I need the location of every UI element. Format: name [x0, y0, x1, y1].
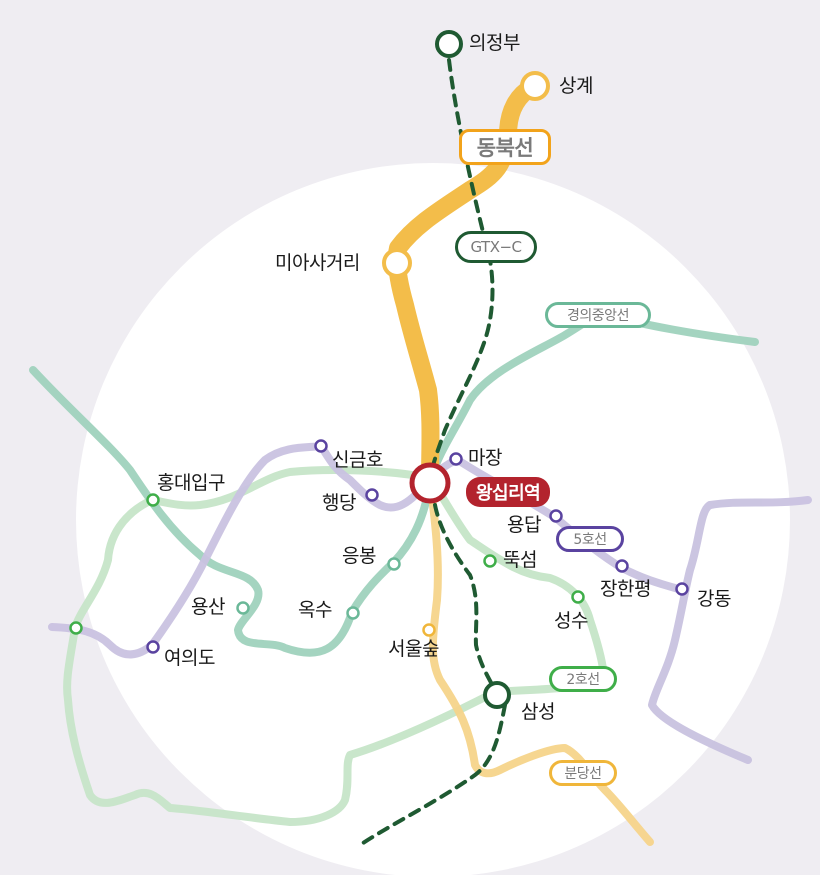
main-station-badge: 왕십리역	[466, 477, 551, 507]
station-marker-janghanpyeong	[615, 559, 629, 573]
station-label-ttukseom: 뚝섬	[503, 549, 537, 571]
station-marker-unnamed-west	[69, 621, 83, 635]
line-label-bundang: 분당선	[549, 760, 617, 786]
station-marker-samseong	[483, 681, 511, 709]
station-marker-singeumho	[314, 439, 328, 453]
station-marker-miasageori	[382, 248, 412, 278]
station-label-oksu: 옥수	[298, 599, 332, 621]
line-label-dongbuk: 동북선	[459, 129, 551, 165]
station-marker-wangsimni	[409, 462, 451, 504]
station-marker-ttukseom	[483, 554, 497, 568]
station-label-eungbong: 응봉	[342, 545, 376, 567]
line-2	[63, 466, 608, 826]
station-label-hongdae: 홍대입구	[157, 472, 225, 494]
station-marker-oksu	[346, 606, 360, 620]
line-label-gyeongui-jungang: 경의중앙선	[545, 302, 651, 328]
station-label-seoulsup: 서울숲	[388, 638, 439, 660]
station-label-sanggye: 상계	[559, 75, 593, 97]
station-marker-yeouido	[146, 640, 160, 654]
station-marker-seoulsup	[422, 623, 436, 637]
station-marker-majang	[449, 452, 463, 466]
station-marker-uijeongbu	[435, 30, 463, 58]
line-label-gtx-c: GTX−C	[455, 231, 537, 263]
station-label-samseong: 삼성	[521, 701, 555, 723]
station-marker-sanggye	[520, 71, 550, 101]
station-marker-yongsan	[236, 601, 250, 615]
station-label-uijeongbu: 의정부	[469, 32, 520, 54]
station-label-janghanpyeong: 장한평	[600, 578, 651, 600]
station-label-yongsan: 용산	[191, 596, 225, 618]
station-marker-eungbong	[387, 557, 401, 571]
line-5-stations	[146, 439, 689, 654]
station-label-miasageori: 미아사거리	[275, 252, 360, 274]
line-label-line2: 2호선	[549, 666, 617, 692]
station-label-gangdong: 강동	[697, 588, 731, 610]
line-2-stations	[69, 493, 585, 635]
station-marker-seongsu	[571, 590, 585, 604]
station-marker-haengdang	[365, 488, 379, 502]
line-label-line5: 5호선	[556, 526, 624, 552]
station-label-yongdap: 용답	[507, 514, 541, 536]
gyeongui-jungang-stations	[236, 557, 401, 620]
station-marker-gangdong	[675, 582, 689, 596]
station-label-singeumho: 신금호	[332, 449, 383, 471]
station-marker-yongdap	[549, 509, 563, 523]
station-marker-hongdae	[146, 493, 160, 507]
station-label-haengdang: 행당	[322, 492, 356, 514]
station-label-yeouido: 여의도	[164, 647, 215, 669]
station-label-seongsu: 성수	[554, 610, 588, 632]
station-label-majang: 마장	[468, 447, 502, 469]
